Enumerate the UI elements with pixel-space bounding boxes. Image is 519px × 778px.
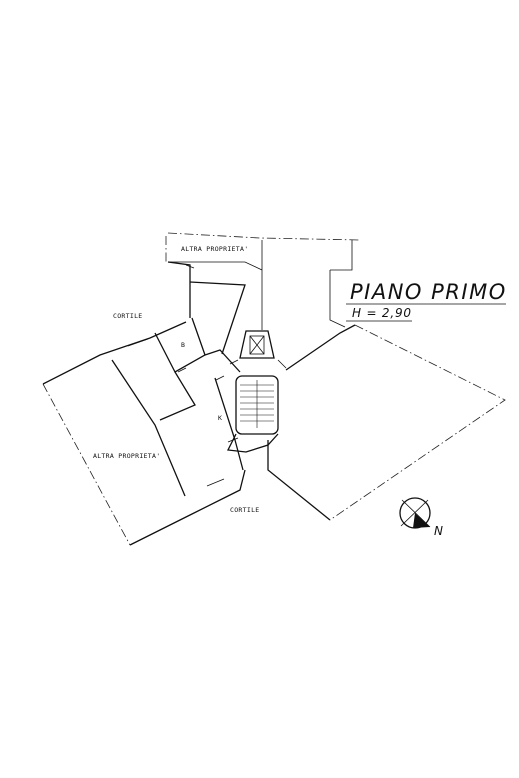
annex-left-wall bbox=[167, 261, 191, 318]
boundary-left-lower bbox=[42, 383, 131, 546]
north-arrow-cross bbox=[400, 499, 429, 527]
left-wing-top-wall bbox=[42, 321, 187, 385]
right-wing-bottom-wall bbox=[267, 440, 331, 521]
north-arrow-head bbox=[413, 513, 430, 528]
stair-treads bbox=[240, 380, 274, 428]
window bbox=[206, 478, 225, 487]
window bbox=[227, 437, 239, 443]
windows bbox=[127, 264, 239, 487]
left-wing-bottom-wall bbox=[129, 469, 246, 546]
left-wing-inner-wall bbox=[111, 359, 186, 497]
north-arrow-line bbox=[401, 499, 431, 528]
entry-wall bbox=[204, 349, 241, 373]
right-wing-edge bbox=[330, 240, 353, 271]
annex-inner-wall bbox=[189, 281, 246, 355]
room-b-wall bbox=[154, 317, 206, 373]
right-wing-top-wall bbox=[285, 324, 356, 371]
right-wing-step bbox=[329, 270, 346, 328]
north-label: N bbox=[434, 524, 444, 538]
ceiling-height-label: H = 2,90 bbox=[352, 306, 412, 320]
label-cortile-top: CORTILE bbox=[113, 312, 143, 320]
title-block: PIANO PRIMO H = 2,90 bbox=[346, 280, 507, 322]
elevator-cross-b bbox=[249, 335, 265, 355]
annex-top-wall bbox=[168, 261, 263, 271]
door bbox=[177, 367, 187, 373]
north-arrow-circle bbox=[399, 497, 431, 529]
door bbox=[277, 359, 287, 369]
door bbox=[215, 375, 225, 381]
elevator-cab bbox=[249, 335, 265, 355]
stair-core bbox=[235, 375, 279, 435]
label-altra-proprieta-top: ALTRA PROPRIETA' bbox=[181, 245, 248, 253]
plan-title: PIANO PRIMO bbox=[350, 280, 507, 304]
north-arrow: N bbox=[399, 497, 444, 538]
label-room-b: B bbox=[181, 341, 185, 349]
room-k-wall bbox=[214, 377, 244, 471]
elevator-shaft bbox=[239, 330, 275, 359]
window bbox=[185, 264, 195, 269]
label-altra-proprieta-left: ALTRA PROPRIETA' bbox=[93, 452, 160, 460]
property-boundaries bbox=[42, 232, 506, 546]
boundary-top bbox=[167, 232, 361, 241]
area-labels: ALTRA PROPRIETA' CORTILE ALTRA PROPRIETA… bbox=[93, 245, 260, 514]
corridor-wall bbox=[159, 371, 196, 421]
door bbox=[229, 359, 239, 365]
boundary-right bbox=[329, 324, 506, 521]
landing-wall bbox=[227, 433, 279, 453]
doors bbox=[177, 359, 287, 381]
label-cortile-bottom: CORTILE bbox=[230, 506, 260, 514]
label-room-k: K bbox=[218, 414, 222, 422]
building-walls bbox=[42, 240, 356, 546]
window bbox=[127, 338, 149, 347]
